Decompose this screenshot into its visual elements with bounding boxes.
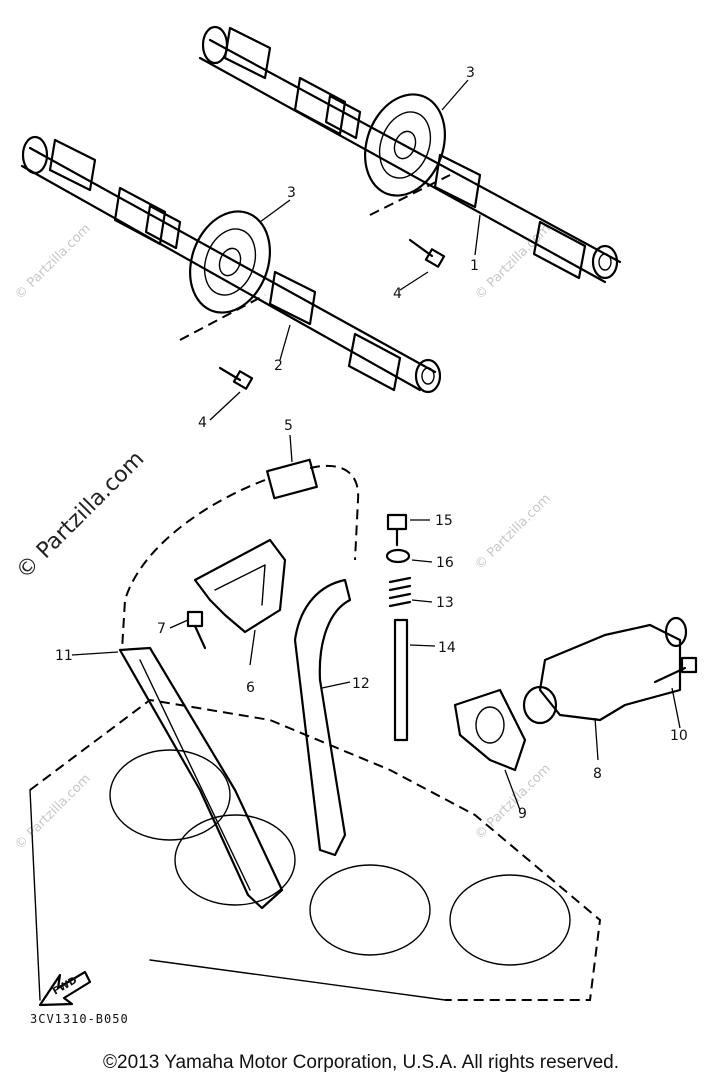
watermark-main: © Partzilla.com xyxy=(12,447,150,585)
tensioner-bolt xyxy=(653,656,698,684)
chain-guide-upper xyxy=(193,538,287,634)
watermark: © Partzilla.com xyxy=(12,221,94,303)
callout-8: 8 xyxy=(593,766,602,782)
callouts: 3 3 1 4 2 4 5 15 16 13 7 14 11 12 6 10 8… xyxy=(55,65,688,822)
sprocket-bolt-upper xyxy=(408,238,446,268)
chain-guide-right xyxy=(293,578,352,857)
tensioner-spring xyxy=(388,576,412,608)
leader-lines xyxy=(71,79,681,811)
callout-3-lower: 3 xyxy=(287,185,296,201)
copyright-notice: ©2013 Yamaha Motor Corporation, U.S.A. A… xyxy=(103,1052,619,1073)
tensioner-washer xyxy=(385,548,411,564)
watermark: © Partzilla.com xyxy=(472,761,554,843)
callout-13: 15 xyxy=(435,513,453,529)
callout-9: 9 xyxy=(518,806,527,822)
tensioner-rod xyxy=(393,618,409,742)
callout-2: 2 xyxy=(274,358,283,374)
callout-5: 5 xyxy=(284,418,293,434)
fwd-label: FWD xyxy=(51,975,79,998)
ref-line-upper xyxy=(369,174,451,216)
cam-chain xyxy=(121,458,360,651)
sprocket-lower xyxy=(189,210,271,314)
watermark: © Partzilla.com xyxy=(472,221,554,303)
callout-12: 12 xyxy=(352,676,370,692)
callout-11: 11 xyxy=(55,648,73,664)
callout-14: 14 xyxy=(438,640,456,656)
fwd-arrow: FWD xyxy=(38,970,92,1007)
camshaft-lower xyxy=(20,135,442,394)
callout-15: 13 xyxy=(436,595,454,611)
chain-guide-bolt xyxy=(186,610,207,650)
ref-line-lower xyxy=(179,294,266,341)
callout-10: 10 xyxy=(670,728,688,744)
sprocket-upper xyxy=(364,93,446,197)
chain-guide-left xyxy=(118,646,284,910)
tensioner-gasket xyxy=(453,688,527,772)
callout-7: 7 xyxy=(157,621,166,637)
watermark-layer: © Partzilla.com © Partzilla.com © Partzi… xyxy=(12,221,554,853)
camshaft-upper xyxy=(198,25,622,284)
chain-tensioner xyxy=(522,616,688,725)
callout-1: 1 xyxy=(470,258,479,274)
cylinder-block xyxy=(29,698,602,1001)
part-code: 3CV1310-B050 xyxy=(30,1012,129,1026)
tensioner-cap-bolt xyxy=(386,513,408,547)
watermark: © Partzilla.com xyxy=(472,491,554,573)
sprocket-bolt-lower xyxy=(218,366,254,390)
callout-4-upper: 4 xyxy=(393,286,402,302)
watermark: © Partzilla.com xyxy=(12,771,94,853)
callout-16: 16 xyxy=(436,555,454,571)
callout-4-lower: 4 xyxy=(198,415,207,431)
callout-3-upper: 3 xyxy=(466,65,475,81)
callout-6: 6 xyxy=(246,680,255,696)
